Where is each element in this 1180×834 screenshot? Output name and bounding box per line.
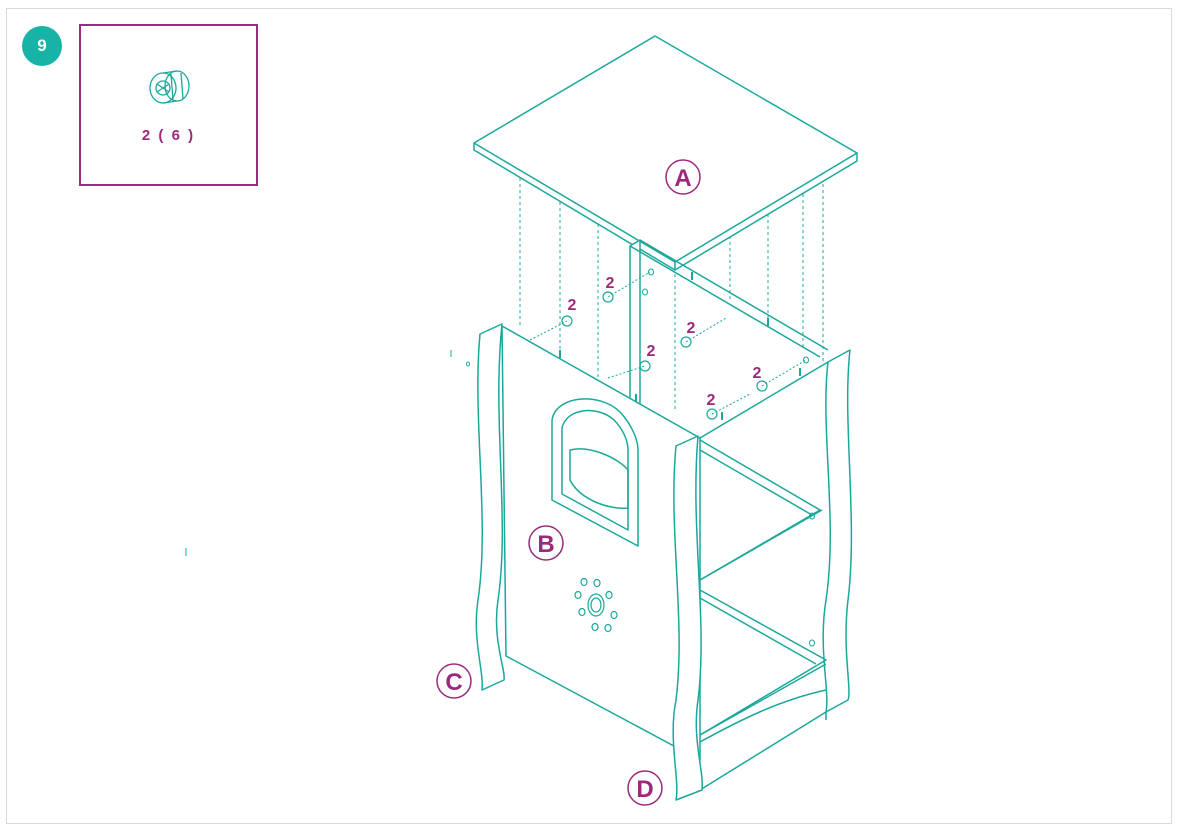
callout-qty-4: 2 [687,320,696,337]
cam-lock-icon [149,70,190,104]
callout-qty-1: 2 [568,297,577,314]
parts-callout-box: 2 ( 6 ) [79,24,258,186]
callout-qty-6: 2 [753,365,762,382]
right-front-post [672,435,703,801]
step-number-badge: 9 [22,26,62,66]
shelves [699,439,827,743]
panel-label-c: C [445,669,462,696]
panel-label-a-group: A [665,159,701,195]
left-front-post [475,323,505,691]
panel-label-b-group: B [528,525,564,561]
top-panel-a [473,35,858,271]
callout-qty-3: 2 [647,343,656,360]
part-quantity-label: 2 ( 6 ) [141,127,196,144]
dowels [559,272,801,420]
panel-label-c-group: C [436,663,472,699]
panel-label-d-group: D [627,770,663,806]
panel-label-b: B [537,531,554,558]
front-panel-holes [574,577,618,633]
panel-label-d: D [636,776,653,803]
panel-label-a: A [674,165,691,192]
cam-locks [561,291,768,420]
page-frame [6,8,1172,824]
right-side-panel [699,349,853,791]
front-panel-window [551,398,639,547]
callout-qty-5: 2 [707,392,716,409]
callout-qty-2: 2 [606,275,615,292]
